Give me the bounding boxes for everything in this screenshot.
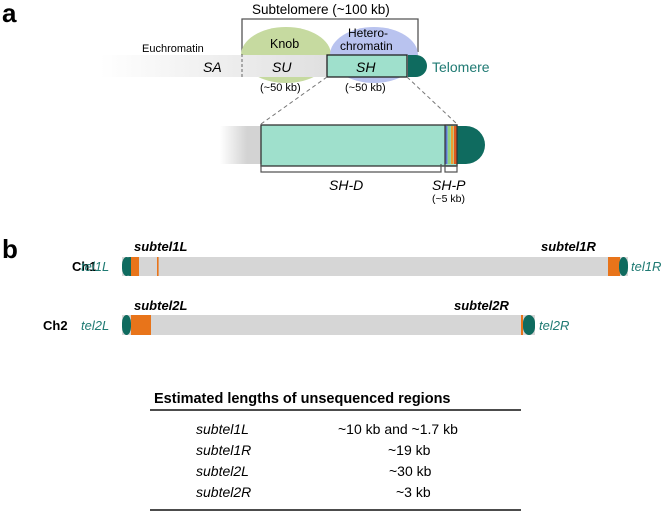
table-title: Estimated lengths of unsequenced regions (154, 391, 451, 407)
shd-box (260, 124, 458, 167)
subtel1R-gap (608, 257, 620, 276)
table-length-2: ~19 kb (388, 442, 431, 458)
shd-bracket (260, 164, 442, 173)
shp-size-label: (~5 kb) (432, 193, 465, 205)
telomere-cap (408, 55, 427, 77)
tel1L-label: tel1L (81, 259, 109, 274)
su-label: SU (272, 59, 292, 75)
ch1-bar (122, 257, 628, 276)
subtel1L-gap-2 (157, 257, 159, 276)
heterochromatin-label-2: chromatin (340, 39, 393, 53)
table-region-3: subtel2L (196, 463, 249, 479)
table-length-1: ~10 kb and ~1.7 kb (338, 421, 458, 437)
ch2-bar (122, 315, 535, 335)
sh-size-label: (~50 kb) (345, 82, 386, 94)
table-length-4: ~3 kb (396, 484, 431, 500)
shp-stripe-orange (451, 126, 454, 164)
subtel2L-gap (131, 315, 151, 335)
table-region-4: subtel2R (196, 484, 251, 500)
subtel1R-label: subtel1R (541, 239, 597, 254)
ch1-label: Ch1 (72, 259, 97, 274)
zoom-line-right (406, 76, 458, 125)
subtel2L-label: subtel2L (134, 298, 188, 313)
su-size-label: (~50 kb) (260, 82, 301, 94)
shp-label: SH-P (432, 177, 466, 193)
zoom-telomere-cap (457, 126, 485, 164)
shp-stripe-green (448, 126, 451, 164)
panel-b-label: b (2, 234, 18, 264)
sh-label: SH (356, 59, 376, 75)
shp-bracket (444, 164, 458, 173)
table-region-2: subtel1R (196, 442, 251, 458)
shd-label: SH-D (329, 177, 363, 193)
subtel2R-label: subtel2R (454, 298, 510, 313)
zoom-flank-bar (220, 126, 265, 164)
table-region-1: subtel1L (196, 421, 249, 437)
panel-a-label: a (2, 0, 17, 28)
subtel2R-gap (521, 315, 523, 335)
tel1R-label: tel1R (631, 259, 661, 274)
sh-region-box (326, 54, 408, 78)
euchromatin-label: Euchromatin (142, 43, 204, 55)
subtelomere-label: Subtelomere (~100 kb) (252, 2, 390, 17)
sa-label: SA (203, 59, 222, 75)
shp-box (444, 124, 458, 167)
subtel1L-gap-1 (131, 257, 139, 276)
shp-stripe-blue (445, 126, 448, 164)
ch2-label: Ch2 (43, 318, 68, 333)
table-length-3: ~30 kb (389, 463, 432, 479)
knob-label: Knob (270, 37, 299, 51)
ch1-right-cap (619, 257, 628, 276)
tel2R-label: tel2R (539, 318, 569, 333)
ch1-left-cap (122, 257, 131, 276)
subtelomere-bracket (241, 18, 419, 52)
subtel1L-label: subtel1L (134, 239, 188, 254)
ch2-left-cap (122, 315, 131, 335)
heterochromatin-label-1: Hetero- (348, 26, 388, 40)
shp-stripe-red (454, 126, 457, 164)
telomere-label: Telomere (432, 59, 490, 75)
ch2-right-cap (523, 315, 535, 335)
tel2L-label: tel2L (81, 318, 109, 333)
